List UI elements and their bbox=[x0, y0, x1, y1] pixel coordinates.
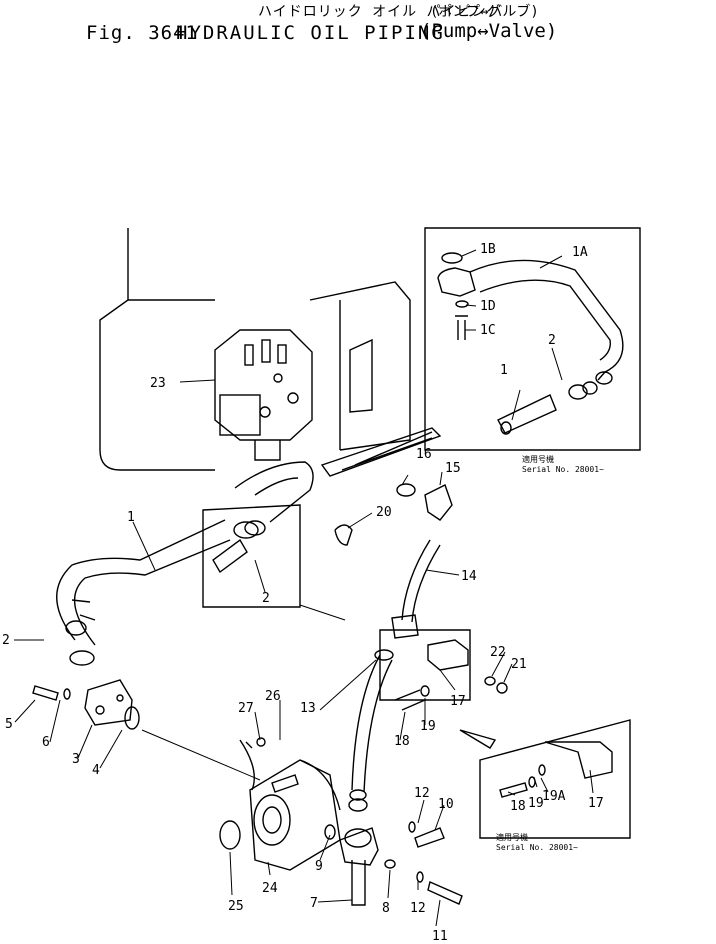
inset-box-upper bbox=[424, 227, 641, 451]
serial-note-upper: Serial No. 28001~ bbox=[522, 465, 604, 474]
serial-note-jp-lower: 適用号機 bbox=[496, 832, 528, 842]
callout-12-lower: 12 bbox=[410, 901, 426, 916]
callout-27: 27 bbox=[238, 701, 254, 716]
callout-19-inset: 19 bbox=[528, 796, 544, 811]
figure-subtitle: (Pump↔Valve) bbox=[420, 20, 558, 42]
callout-1D: 1D bbox=[480, 299, 496, 314]
callout-11: 11 bbox=[432, 929, 448, 944]
callout-6: 6 bbox=[42, 735, 50, 750]
figure-title: HYDRAULIC OIL PIPING bbox=[176, 22, 445, 44]
callout-2-clamp: 2 bbox=[262, 591, 270, 606]
pipe-14 bbox=[334, 483, 453, 639]
callout-16: 16 bbox=[416, 447, 432, 462]
serial-note-lower: Serial No. 28001~ bbox=[496, 843, 578, 852]
serial-note-jp-upper: 適用号機 bbox=[522, 454, 554, 464]
callout-4: 4 bbox=[92, 763, 100, 778]
callout-labels: 1B 1A 1D 1C 2 1 23 16 15 20 14 1 2 2 5 6… bbox=[2, 242, 604, 944]
callout-24: 24 bbox=[262, 881, 278, 896]
title-japanese-sub: (ポンプ↔バルブ) bbox=[430, 4, 539, 20]
callout-1-inset: 1 bbox=[500, 363, 508, 378]
callout-21: 21 bbox=[511, 657, 527, 672]
flange-left bbox=[32, 620, 140, 730]
callout-22: 22 bbox=[490, 645, 506, 660]
callout-18-inset: 18 bbox=[510, 799, 526, 814]
callout-5: 5 bbox=[5, 717, 13, 732]
callout-26: 26 bbox=[265, 689, 281, 704]
inset-box-lower bbox=[479, 719, 631, 839]
callout-19: 19 bbox=[420, 719, 436, 734]
callout-14: 14 bbox=[461, 569, 477, 584]
callout-17: 17 bbox=[450, 694, 466, 709]
callout-23: 23 bbox=[150, 376, 166, 391]
callout-18: 18 bbox=[394, 734, 410, 749]
callout-2-inset: 2 bbox=[548, 333, 556, 348]
callout-7: 7 bbox=[310, 896, 318, 911]
callout-20: 20 bbox=[376, 505, 392, 520]
hydraulic-pump bbox=[219, 739, 341, 871]
machine-body-outline bbox=[99, 228, 411, 471]
leader-lines bbox=[14, 249, 594, 927]
callout-10: 10 bbox=[438, 797, 454, 812]
callout-1: 1 bbox=[127, 510, 135, 525]
callout-2-left: 2 bbox=[2, 633, 10, 648]
callout-9: 9 bbox=[315, 859, 323, 874]
callout-1B: 1B bbox=[480, 242, 496, 257]
title-japanese: ハイドロリック オイル パイピング bbox=[258, 4, 502, 20]
callout-12-upper: 12 bbox=[414, 786, 430, 801]
callout-25: 25 bbox=[228, 899, 244, 914]
hatched-arrows bbox=[320, 427, 497, 749]
elbow-7 bbox=[256, 737, 463, 906]
callout-15: 15 bbox=[445, 461, 461, 476]
serial-notes: 適用号機 Serial No. 28001~ 適用号機 Serial No. 2… bbox=[496, 454, 604, 852]
callout-1A: 1A bbox=[572, 245, 588, 260]
callout-13: 13 bbox=[300, 701, 316, 716]
hose-13 bbox=[348, 649, 394, 812]
callout-1C: 1C bbox=[480, 323, 496, 338]
callout-19A: 19A bbox=[542, 789, 566, 804]
control-valve bbox=[214, 329, 313, 461]
callout-8: 8 bbox=[382, 901, 390, 916]
figure-number: Fig. 3641 bbox=[86, 22, 198, 44]
hose-1 bbox=[56, 519, 231, 646]
inset-box-clamp bbox=[202, 461, 314, 608]
bracket-17 bbox=[379, 629, 508, 711]
callout-3: 3 bbox=[72, 752, 80, 767]
callout-17-inset: 17 bbox=[588, 796, 604, 811]
